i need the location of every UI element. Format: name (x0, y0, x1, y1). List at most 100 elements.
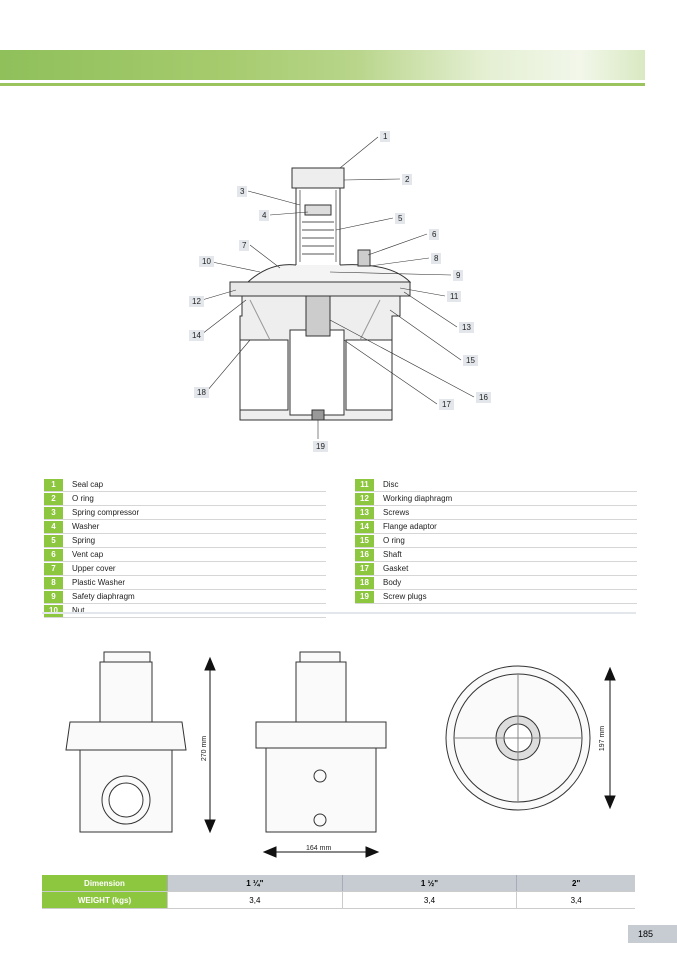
part-label: Safety diaphragm (72, 592, 135, 601)
part-row: 11 Disc (355, 478, 637, 492)
part-label: Seal cap (72, 480, 104, 489)
callout-18: 18 (194, 387, 209, 398)
page-number: 185 (628, 925, 677, 943)
part-label: Working diaphragm (383, 494, 453, 503)
size-cell: 1 ¼" (167, 875, 343, 892)
size-cell: 2" (516, 875, 635, 892)
callout-11: 11 (447, 291, 462, 302)
part-row: 14 Flange adaptor (355, 520, 637, 534)
dimension-label: Dimension (42, 875, 168, 892)
part-row: 1 Seal cap (44, 478, 326, 492)
divider (42, 612, 636, 614)
callout-12: 12 (189, 296, 204, 307)
size-cell: 1 ½" (341, 875, 517, 892)
callout-4: 4 (259, 210, 270, 221)
callout-16: 16 (476, 392, 491, 403)
width-dimension: 164 mm (306, 845, 332, 852)
part-label: O ring (383, 536, 405, 545)
callout-10: 10 (199, 256, 214, 267)
part-row: 6 Vent cap (44, 548, 326, 562)
part-label: Vent cap (72, 550, 104, 559)
callout-1: 1 (380, 131, 391, 142)
part-number: 2 (44, 492, 63, 505)
part-number: 8 (44, 576, 63, 589)
callout-14: 14 (189, 330, 204, 341)
part-number: 17 (355, 562, 374, 575)
part-label: Nut (72, 606, 85, 615)
part-row: 2 O ring (44, 492, 326, 506)
part-number: 7 (44, 562, 63, 575)
header-band (0, 50, 645, 80)
parts-list-right: 11 Disc 12 Working diaphragm 13 Screws 14 Fl… (355, 478, 637, 604)
part-number: 16 (355, 548, 374, 561)
callout-19: 19 (313, 441, 328, 452)
part-number: 3 (44, 506, 63, 519)
part-label: Spring compressor (72, 508, 140, 517)
part-number: 5 (44, 534, 63, 547)
part-row: 17 Gasket (355, 562, 637, 576)
part-number: 15 (355, 534, 374, 547)
weight-label: WEIGHT (kgs) (42, 891, 168, 909)
parts-list-left: 1 Seal cap 2 O ring 3 Spring compressor 4 Wa… (44, 478, 326, 618)
spec-table: Dimension 1 ¼" 1 ½" 2" WEIGHT (kgs) 3,4 … (42, 875, 635, 909)
part-number: 4 (44, 520, 63, 533)
part-row: 3 Spring compressor (44, 506, 326, 520)
part-label: Washer (72, 522, 100, 531)
part-number: 14 (355, 520, 374, 533)
part-row: 16 Shaft (355, 548, 637, 562)
part-row: 7 Upper cover (44, 562, 326, 576)
part-row: 8 Plastic Washer (44, 576, 326, 590)
callout-8: 8 (431, 253, 442, 264)
callout-5: 5 (395, 213, 406, 224)
part-label: Gasket (383, 564, 409, 573)
external-views (65, 651, 616, 858)
part-label: Screws (383, 508, 410, 517)
part-row: 5 Spring (44, 534, 326, 548)
callout-13: 13 (459, 322, 474, 333)
callout-9: 9 (453, 270, 464, 281)
part-number: 11 (355, 478, 374, 491)
callout-3: 3 (237, 186, 248, 197)
part-label: Spring (72, 536, 96, 545)
part-row: 12 Working diaphragm (355, 492, 637, 506)
part-label: Disc (383, 480, 399, 489)
part-number: 6 (44, 548, 63, 561)
part-label: Body (383, 578, 402, 587)
part-number: 19 (355, 590, 374, 603)
part-label: Screw plugs (383, 592, 427, 601)
header-rule (0, 83, 645, 86)
part-label: Shaft (383, 550, 402, 559)
callout-7: 7 (239, 240, 250, 251)
part-number: 12 (355, 492, 374, 505)
part-row: 4 Washer (44, 520, 326, 534)
sectional-diagram (201, 136, 475, 439)
part-number: 1 (44, 478, 63, 491)
part-number: 18 (355, 576, 374, 589)
part-label: Flange adaptor (383, 522, 437, 531)
callout-17: 17 (439, 399, 454, 410)
part-row: 13 Screws (355, 506, 637, 520)
part-label: Plastic Washer (72, 578, 126, 587)
weight-cell: 3,4 (167, 891, 343, 909)
part-label: O ring (72, 494, 94, 503)
side-view (255, 651, 387, 833)
callout-15: 15 (463, 355, 478, 366)
part-number: 9 (44, 590, 63, 603)
part-row: 19 Screw plugs (355, 590, 637, 604)
callout-2: 2 (402, 174, 413, 185)
weight-cell: 3,4 (516, 891, 635, 909)
part-row: 18 Body (355, 576, 637, 590)
diameter-dimension: 197 mm (599, 725, 607, 752)
part-row: 15 O ring (355, 534, 637, 548)
part-row: 9 Safety diaphragm (44, 590, 326, 604)
height-dimension: 270 mm (201, 735, 209, 762)
weight-row: WEIGHT (kgs) 3,4 3,4 3,4 (42, 891, 635, 909)
part-label: Upper cover (72, 564, 116, 573)
front-view (65, 651, 187, 833)
top-view (445, 665, 591, 811)
dimension-row: Dimension 1 ¼" 1 ½" 2" (42, 875, 635, 892)
callout-6: 6 (429, 229, 440, 240)
part-number: 13 (355, 506, 374, 519)
